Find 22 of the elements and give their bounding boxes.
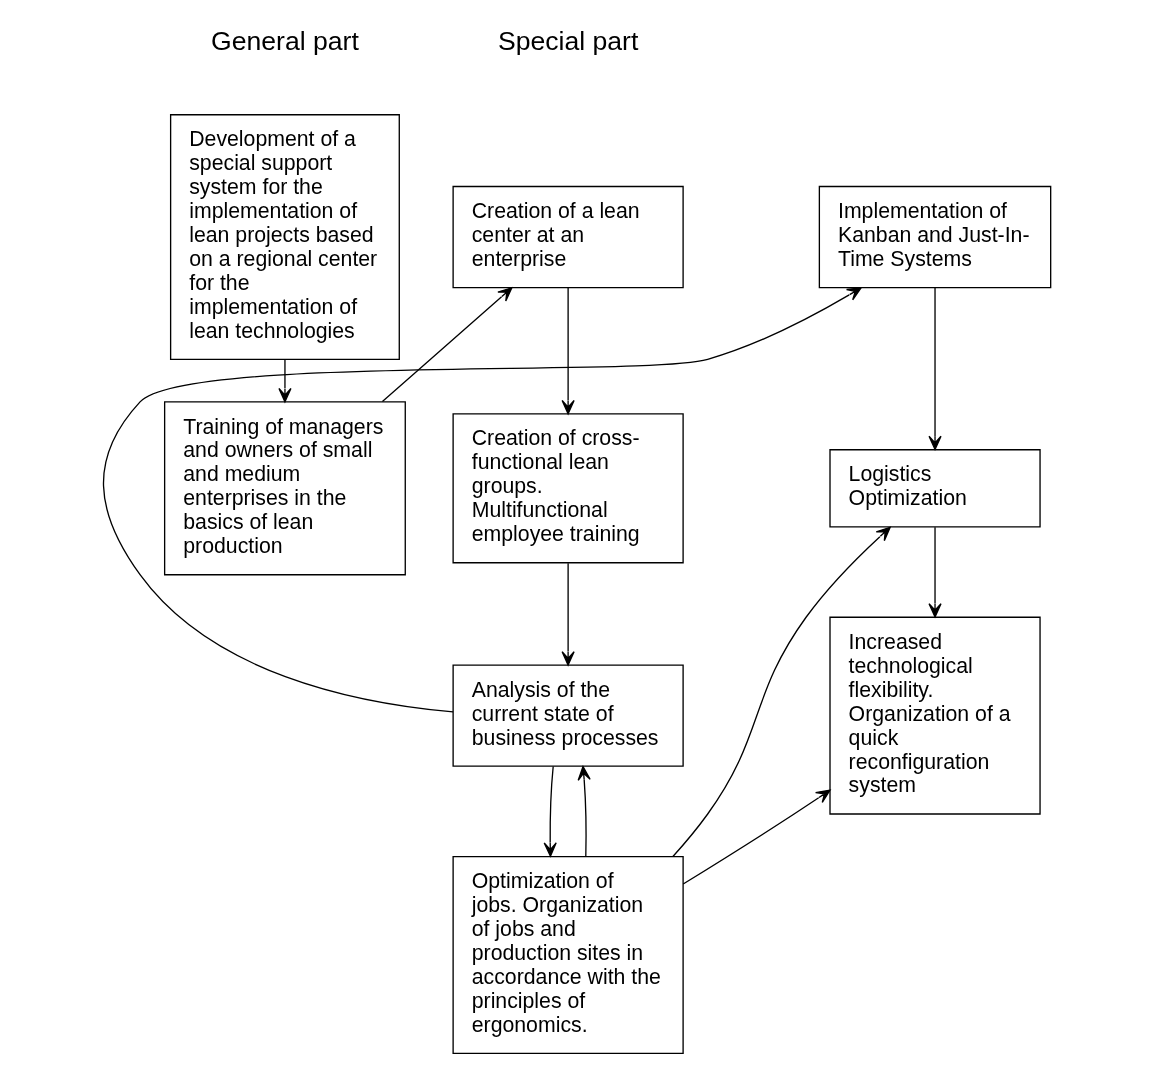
- node-box: Training of managers and owners of small and medium enterprises in the basics of lean production: [163, 401, 406, 576]
- node-box: Creation of a lean center at an enterprise: [451, 185, 684, 289]
- arrow: [560, 562, 575, 666]
- label: Special part: [497, 25, 638, 56]
- arrow: [682, 789, 831, 885]
- node-box: Logistics Optimization: [828, 449, 1041, 528]
- arrow: [277, 358, 292, 403]
- arrow: [671, 526, 891, 858]
- arrow: [927, 287, 942, 451]
- node-box: Creation of cross-functional lean groups. Multifunctional employee training: [451, 413, 684, 564]
- arrow: [381, 287, 512, 403]
- label: General part: [210, 25, 359, 56]
- arrow: [927, 526, 942, 618]
- arrow: [102, 287, 862, 713]
- arrow: [543, 765, 557, 857]
- node-box: Optimization of jobs. Organization of jobs and production sites in accordance with the principles of ergonomics.: [451, 855, 684, 1054]
- node-box: Implementation of Kanban and Just-In-Time Systems: [818, 185, 1051, 289]
- node-box: Increased technological flexibility. Organization of a quick reconfiguration system: [828, 616, 1041, 815]
- arrow: [560, 287, 575, 415]
- arrow: [577, 765, 591, 857]
- node-box: Analysis of the current state of business processes: [451, 664, 684, 767]
- node-box: Development of a special support system for the implementation of lean projects based on a regional center for the implementation of lean technologies: [169, 114, 400, 360]
